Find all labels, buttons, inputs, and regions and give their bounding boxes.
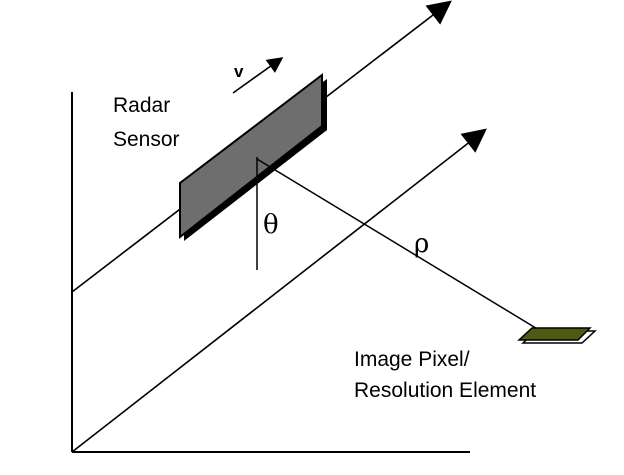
- pixel-label-line1: Image Pixel/: [354, 348, 470, 371]
- radar-sensor-panel: [179, 72, 327, 241]
- sensor-label-line2: Sensor: [113, 128, 180, 151]
- ground-track-arrow: [71, 128, 487, 453]
- look-angle-label: θ: [263, 210, 279, 240]
- velocity-label: v: [234, 62, 244, 81]
- image-pixel-face: [517, 327, 592, 341]
- pixel-label-line2: Resolution Element: [354, 379, 536, 402]
- radar-sensor-face: [179, 72, 323, 240]
- range-line: [256, 158, 545, 334]
- range-label: ρ: [414, 229, 429, 259]
- velocity-arrow: [232, 57, 284, 94]
- sensor-label-line1: Radar: [113, 94, 170, 117]
- image-pixel-element: [517, 327, 597, 344]
